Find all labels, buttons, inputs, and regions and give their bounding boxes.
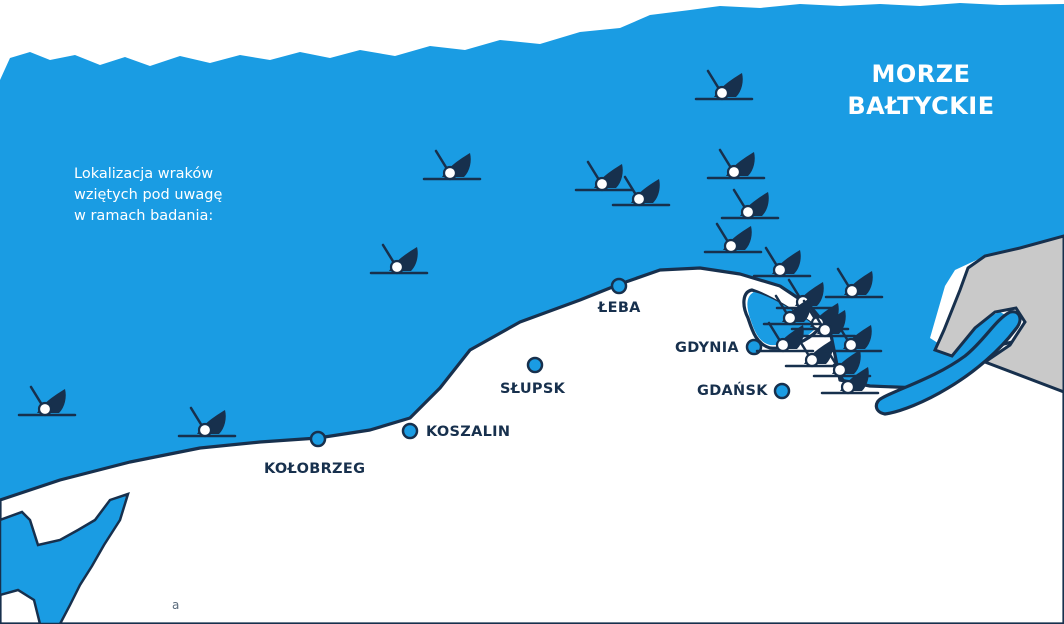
city-label-leba: ŁEBA (598, 300, 641, 316)
city-label-kolobrzeg: KOŁOBRZEG (264, 461, 366, 477)
city-label-slupsk: SŁUPSK (500, 381, 566, 397)
city-marker-koszalin (401, 422, 419, 440)
city-marker-kolobrzeg (309, 430, 327, 448)
city-marker-slupsk (526, 356, 544, 374)
land-russia (932, 234, 1064, 394)
stray-glyph: a (172, 598, 180, 612)
vistula-lagoon (874, 310, 1022, 416)
city-label-koszalin: KOSZALIN (426, 424, 511, 440)
city-label-gdansk: GDAŃSK (697, 383, 768, 399)
legend-line-2: wziętych pod uwagę (74, 187, 223, 203)
sea-name: MORZE BAŁTYCKIE (828, 58, 1014, 122)
sea-name-line2: BAŁTYCKIE (847, 92, 995, 120)
legend-line-3: w ramach badania: (74, 208, 214, 224)
sea-name-line1: MORZE (871, 60, 971, 88)
city-marker-leba (610, 277, 628, 295)
legend-line-1: Lokalizacja wraków (74, 166, 214, 182)
legend-caption: Lokalizacja wraków wziętych pod uwagę w … (74, 164, 274, 227)
city-label-gdynia: GDYNIA (675, 340, 739, 356)
szczecin-lagoon (0, 492, 130, 624)
city-marker-gdansk (773, 382, 791, 400)
